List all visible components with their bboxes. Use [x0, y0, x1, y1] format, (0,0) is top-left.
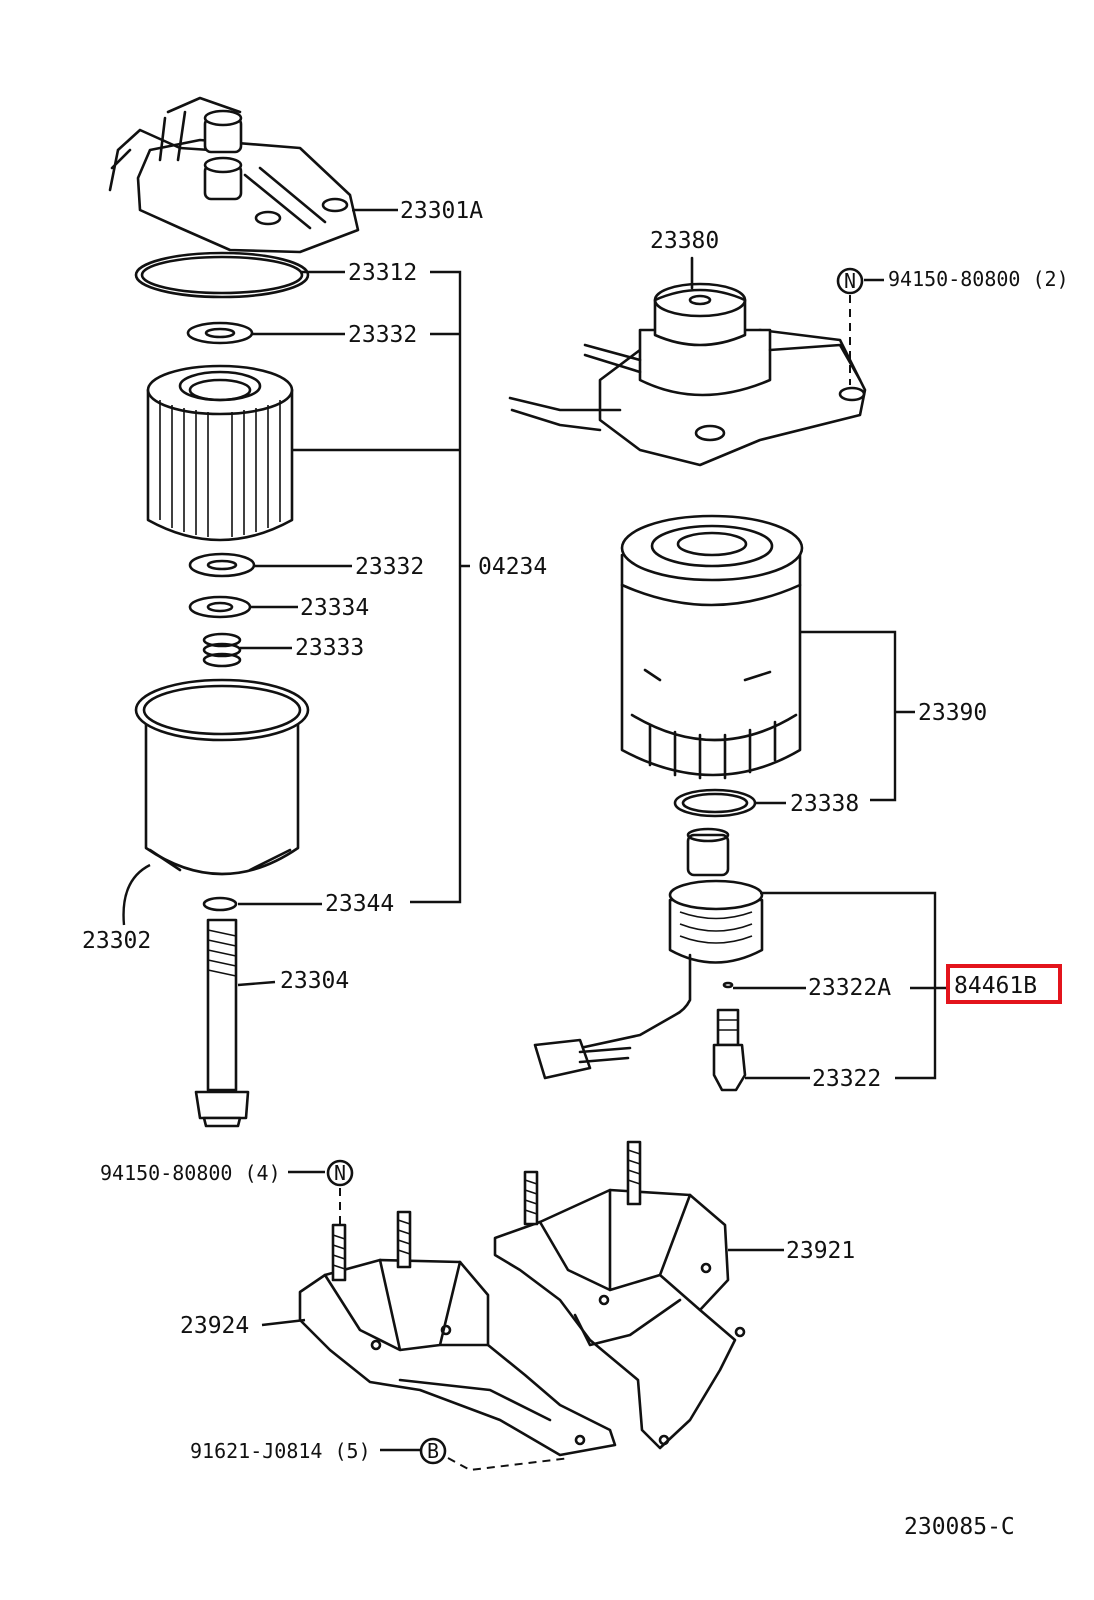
label-23332-mid[interactable]: 23332	[355, 554, 424, 580]
label-23322[interactable]: 23322	[812, 1066, 881, 1092]
label-23322A[interactable]: 23322A	[808, 975, 891, 1001]
label-23301A[interactable]: 23301A	[400, 198, 483, 224]
spring-23333	[202, 632, 292, 668]
bowl-23302	[122, 678, 310, 926]
bracket-04234	[410, 270, 470, 904]
label-23304[interactable]: 23304	[280, 968, 349, 994]
label-23302[interactable]: 23302	[82, 928, 151, 954]
marker-n-bottom: N	[326, 1159, 354, 1187]
label-04234[interactable]: 04234	[478, 554, 547, 580]
label-94150-80800-2[interactable]: 94150-80800 (2)	[888, 267, 1069, 291]
bracket-23921	[493, 1140, 784, 1450]
label-23344[interactable]: 23344	[325, 891, 394, 917]
diagram-code: 230085-C	[904, 1514, 1015, 1540]
o-ring-23344	[202, 896, 322, 912]
label-23338[interactable]: 23338	[790, 791, 859, 817]
svg-text:N: N	[844, 269, 856, 293]
pump-head-23380	[508, 256, 867, 467]
bolt-23304	[194, 918, 276, 1128]
filter-head-23301A	[108, 96, 398, 254]
gasket-23332-mid	[188, 552, 352, 578]
marker-n-top: N	[836, 267, 864, 295]
marker-b: B	[419, 1437, 447, 1465]
label-23312[interactable]: 23312	[348, 260, 417, 286]
gasket-23338	[673, 788, 786, 818]
label-23390[interactable]: 23390	[918, 700, 987, 726]
label-91621-J0814-5[interactable]: 91621-J0814 (5)	[190, 1439, 371, 1463]
label-23333[interactable]: 23333	[295, 635, 364, 661]
label-84461B[interactable]: 84461B	[954, 973, 1037, 999]
label-23921[interactable]: 23921	[786, 1238, 855, 1264]
washer-23334	[188, 595, 298, 619]
label-23334[interactable]: 23334	[300, 595, 369, 621]
label-23924[interactable]: 23924	[180, 1313, 249, 1339]
highlight-box-84461B	[946, 964, 1062, 1004]
svg-text:B: B	[427, 1439, 439, 1463]
label-23380[interactable]: 23380	[650, 228, 719, 254]
label-23332-top[interactable]: 23332	[348, 322, 417, 348]
dash-b1	[447, 1457, 571, 1472]
svg-text:N: N	[334, 1161, 346, 1185]
filter-element	[146, 364, 460, 542]
o-ring-23312	[134, 251, 345, 299]
gasket-23332-top	[186, 321, 345, 345]
label-94150-80800-4[interactable]: 94150-80800 (4)	[100, 1161, 281, 1185]
bracket-23924	[261, 1210, 617, 1457]
fuel-filter-23390	[620, 514, 915, 802]
sensor-assembly	[533, 827, 948, 1092]
